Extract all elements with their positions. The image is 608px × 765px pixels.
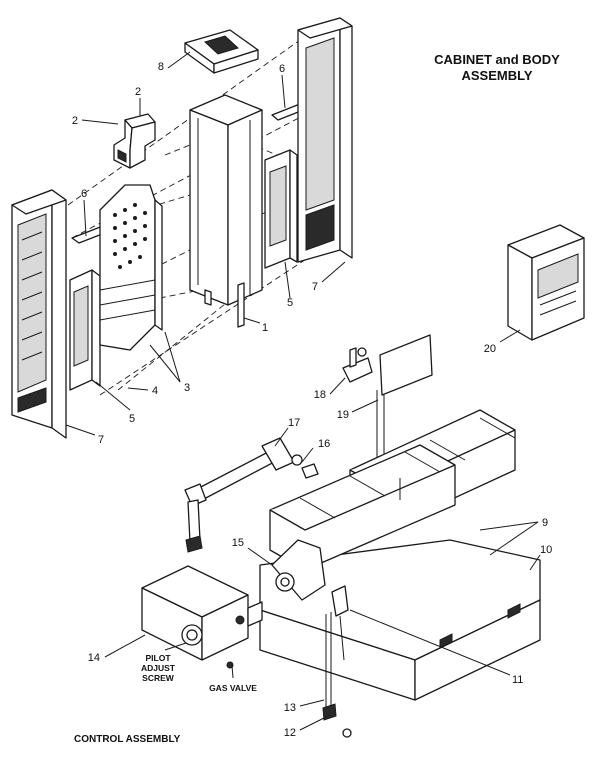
cabinet-title-line2: ASSEMBLY <box>461 68 532 83</box>
gas-valve-label: GAS VALVE <box>209 683 257 693</box>
callout-5-right: 5 <box>287 297 293 309</box>
pilot-assembly-part-11 <box>331 585 349 661</box>
callout-15: 15 <box>232 537 244 549</box>
pilot-label-line2: ADJUST <box>141 663 176 673</box>
cabinet-title-line1: CABINET and BODY <box>434 52 560 67</box>
callout-numbers: 8 2 2 6 6 3 4 1 5 5 7 7 20 18 19 16 17 9… <box>72 61 552 739</box>
side-panel-part-5-right <box>264 149 298 269</box>
control-assembly-title: CONTROL ASSEMBLY <box>74 734 181 745</box>
enclosure-part-20 <box>507 224 585 341</box>
leader-lines <box>65 51 541 731</box>
callout-2-top: 2 <box>135 86 141 98</box>
pilot-tube-part-13 <box>325 612 332 710</box>
pilot-label-line1: PILOT <box>145 653 171 663</box>
left-panel-part-7 <box>11 189 67 439</box>
callout-17: 17 <box>288 417 300 429</box>
callout-9: 9 <box>542 517 548 529</box>
callout-13: 13 <box>284 702 296 714</box>
manifold-pipe-part-17 <box>184 437 303 553</box>
callout-7-left: 7 <box>98 434 104 446</box>
venturi-part-15 <box>271 539 326 601</box>
right-panel-part-7 <box>297 17 353 263</box>
callout-10: 10 <box>540 544 552 556</box>
callout-18: 18 <box>314 389 326 401</box>
callout-3: 3 <box>184 382 190 394</box>
top-cap-part-8 <box>184 29 259 74</box>
radiant-tubes-part-9 <box>269 409 516 571</box>
callout-6-left: 6 <box>81 188 87 200</box>
callout-4: 4 <box>152 385 158 397</box>
gas-valve-part-14 <box>141 565 263 669</box>
center-body-part-1 <box>189 94 263 328</box>
burner-face-part-3 <box>99 184 163 351</box>
callout-6-right: 6 <box>279 63 285 75</box>
thermocouple-bracket-part-18 <box>342 347 373 383</box>
callout-7-right: 7 <box>312 281 318 293</box>
callout-19: 19 <box>337 409 349 421</box>
callout-8: 8 <box>158 61 164 73</box>
callout-14: 14 <box>88 652 100 664</box>
side-panel-part-5-left <box>69 269 101 391</box>
callout-1: 1 <box>262 322 268 334</box>
callout-5-left: 5 <box>129 413 135 425</box>
callout-11: 11 <box>512 674 523 686</box>
base-tray-part-10 <box>259 539 541 701</box>
orifice-part-16 <box>301 463 319 479</box>
callout-12: 12 <box>284 727 296 739</box>
pilot-label-line3: SCREW <box>142 673 175 683</box>
callout-2-left: 2 <box>72 115 78 127</box>
callout-20: 20 <box>484 343 496 355</box>
shield-part-19 <box>376 334 433 460</box>
callout-16: 16 <box>318 438 330 450</box>
bracket-part-2 <box>113 113 156 169</box>
fitting-part-12 <box>322 703 352 738</box>
